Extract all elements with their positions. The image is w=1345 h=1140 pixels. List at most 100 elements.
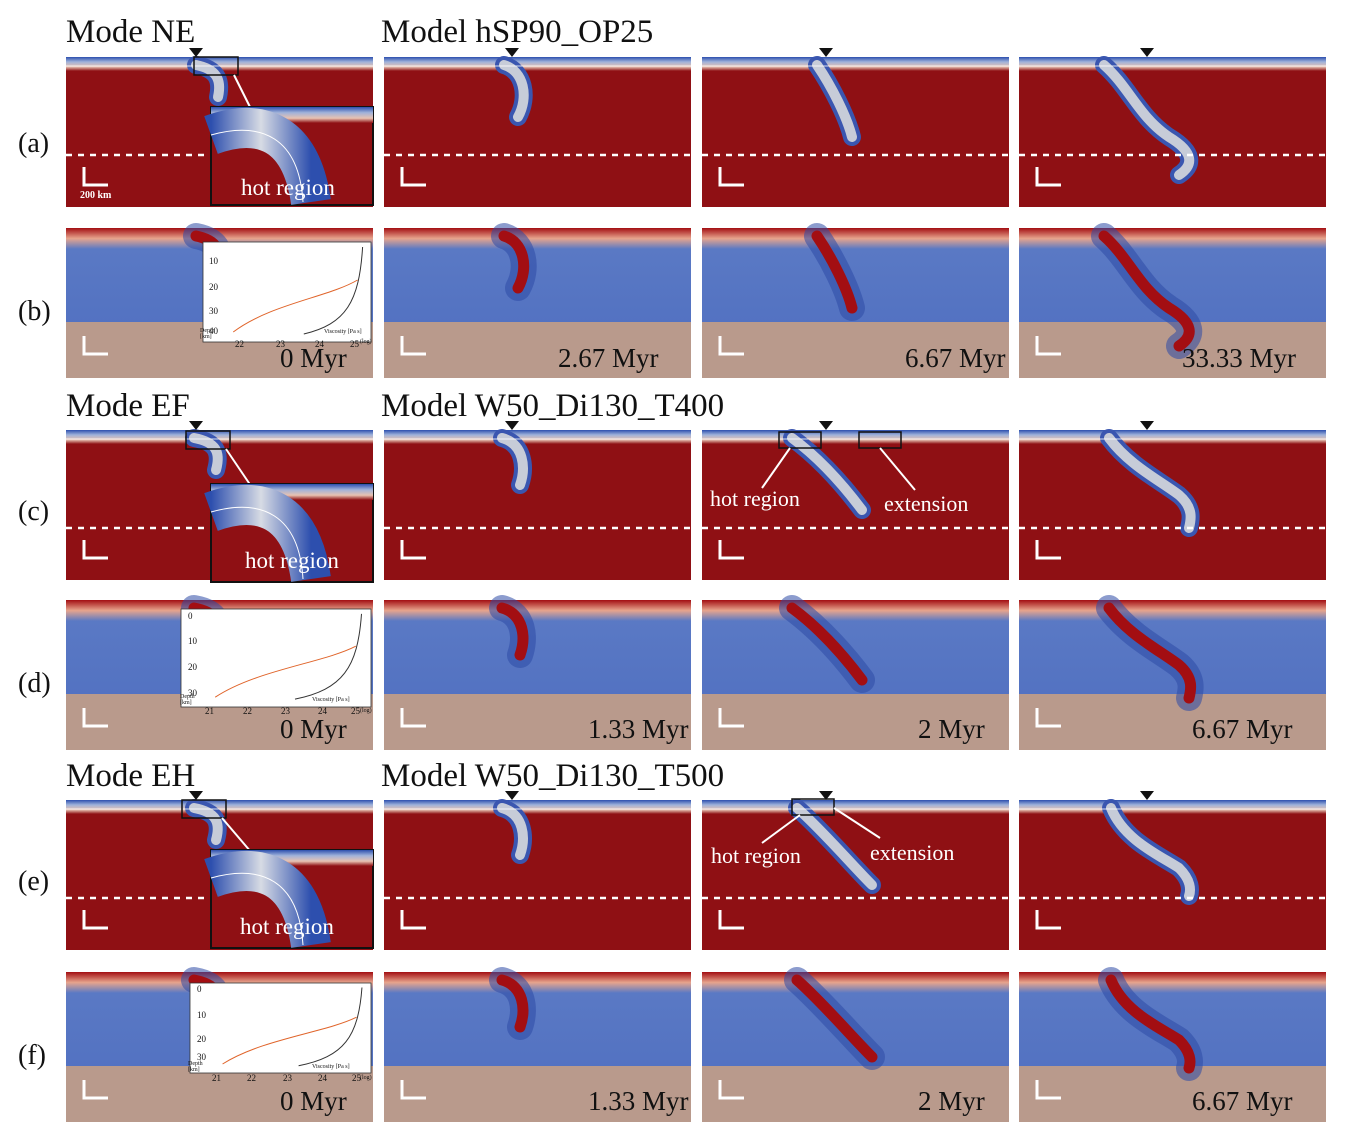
scale-bar-label: 200 km: [80, 190, 112, 201]
row-label: (e): [18, 866, 50, 897]
trench-marker: [819, 48, 833, 57]
scale-bar: [400, 910, 426, 930]
inset-tick: 25: [350, 339, 359, 349]
mode-title: Mode EF: [66, 388, 190, 424]
time-label: 33.33 Myr: [1182, 343, 1296, 373]
lithosphere-band: [702, 57, 1009, 71]
scale-bar: [82, 1080, 108, 1100]
scale-bar: [718, 910, 744, 930]
lower-mantle-field: [384, 694, 691, 750]
scale-bar: [400, 540, 426, 560]
scale-bar: [400, 708, 426, 728]
viscosity-panel: [1019, 967, 1326, 1122]
inset-slab: [204, 851, 331, 949]
viscosity-profile-plot: [180, 608, 372, 708]
mantle-field: [384, 430, 691, 580]
scale-bar: [1035, 336, 1061, 356]
scale-bar: [82, 336, 108, 356]
inset-tick: 0: [197, 984, 202, 994]
inset-isotherm: [210, 872, 304, 946]
model-title: Model hSP90_OP25: [381, 14, 654, 50]
lithosphere-band: [1019, 430, 1326, 444]
inset-tick: 20: [188, 662, 197, 672]
inset-tick: 30: [197, 1052, 206, 1062]
slab-core: [787, 433, 867, 515]
scale-bar: [400, 167, 426, 187]
panel-annotation: hot region: [711, 843, 801, 868]
zoom-box: [185, 430, 231, 450]
inset-tick: 10: [188, 636, 197, 646]
lower-mantle-field: [702, 1066, 1009, 1122]
row-label: (f): [18, 1040, 46, 1071]
slab-core: [1106, 803, 1195, 901]
model-title: Model W50_Di130_T500: [381, 758, 725, 794]
inset-tick: 22: [243, 706, 252, 716]
profile-curve: [214, 645, 357, 698]
inset-tick: 20: [209, 282, 218, 292]
lithosphere-band: [66, 57, 373, 71]
temperature-panel: [384, 421, 691, 580]
scale-bar: [82, 708, 108, 728]
row-label: (c): [18, 496, 50, 527]
zoom-connector: [233, 74, 252, 110]
lithosphere-band: [66, 800, 373, 814]
lithosphere-band: [702, 430, 1009, 444]
inset-tick: 21: [212, 1073, 221, 1083]
viscosity-panel: [384, 967, 691, 1122]
mantle-field: [384, 57, 691, 207]
slab-weak-core: [786, 602, 868, 686]
zoom-box: [181, 799, 227, 819]
slab-weak-core: [811, 230, 858, 314]
viscosity-panel: [384, 223, 691, 378]
temperature-panel: [384, 48, 691, 207]
time-label: 2 Myr: [918, 1086, 985, 1116]
inset-tick: 24: [318, 1073, 327, 1083]
temperature-panel: [1019, 791, 1326, 950]
profile-curve: [298, 987, 363, 1067]
inset-tick: 30: [209, 306, 218, 316]
temperature-panel: [702, 421, 1009, 580]
viscosity-panel: [702, 223, 1009, 378]
slab-weak-core: [1098, 230, 1195, 352]
scale-bar: [400, 1080, 426, 1100]
slab-weak-core: [791, 974, 878, 1063]
trench-marker: [189, 421, 203, 430]
annotation-leader: [761, 814, 801, 844]
row-label: (a): [18, 128, 50, 159]
inset-tick: 25: [351, 706, 360, 716]
scale-bar: [1035, 540, 1061, 560]
inset-tick: 10: [209, 256, 218, 266]
hot-region-box: [778, 431, 822, 449]
temperature-panel: [1019, 48, 1326, 207]
lower-mantle-field: [1019, 1066, 1326, 1122]
inset-tick: 23: [281, 706, 290, 716]
slab-weak-core: [1103, 602, 1197, 704]
time-label: 6.67 Myr: [905, 343, 1006, 373]
slab-core: [812, 60, 857, 142]
lower-mantle-field: [702, 694, 1009, 750]
zoom-connector: [225, 448, 252, 487]
inset-tick: 24: [318, 706, 327, 716]
inset-axis-label: Depth [km]: [180, 694, 195, 706]
panel-annotation: extension: [884, 491, 969, 516]
row-label: (b): [18, 296, 51, 327]
scale-bar: [1035, 910, 1061, 930]
scale-bar: [1035, 708, 1061, 728]
inset-axis-label: Viscosity [Pa s]: [324, 329, 362, 335]
scale-bar: [1035, 167, 1061, 187]
model-title: Model W50_Di130_T400: [381, 388, 725, 424]
trench-marker: [819, 791, 833, 800]
zoom-inset: [204, 849, 374, 949]
inset-axis-label: Depth [km]: [188, 1061, 203, 1073]
scale-bar: [400, 336, 426, 356]
scale-bar: [718, 336, 744, 356]
inset-axis-unit: (log): [360, 1075, 372, 1081]
lithosphere-band: [1019, 800, 1326, 814]
row-label: (d): [18, 668, 51, 699]
inset-tick: 40: [209, 326, 218, 336]
trench-marker: [505, 791, 519, 800]
inset-annotation: hot region: [245, 548, 339, 573]
inset-tick: 23: [276, 339, 285, 349]
lower-mantle-field: [66, 1066, 373, 1122]
